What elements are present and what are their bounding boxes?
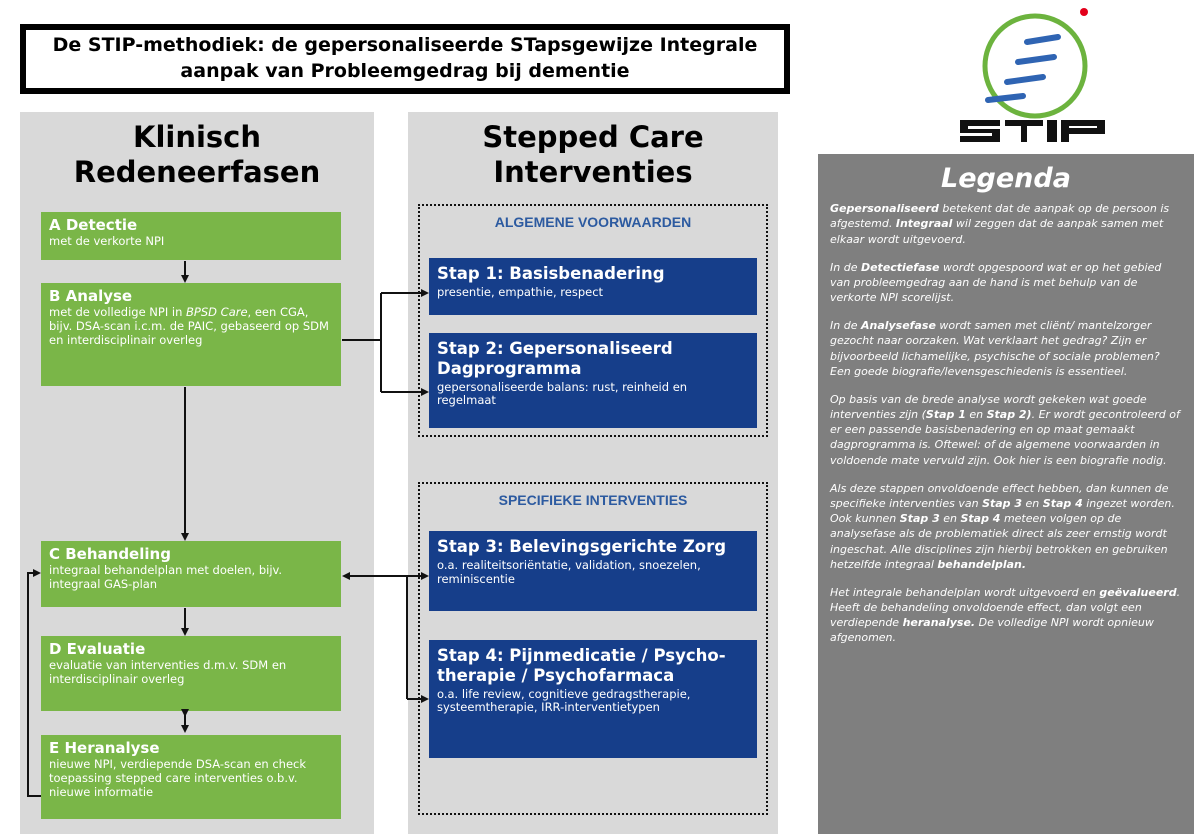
phase-b-analyse: B Analyse met de volledige NPI in BPSD C… [41, 283, 341, 386]
clinical-phases-heading: Klinisch Redeneerfasen [73, 120, 321, 190]
specific-interventions-title: SPECIFIEKE INTERVENTIES [498, 492, 688, 508]
general-conditions-title: ALGEMENE VOORWAARDEN [494, 214, 692, 230]
stepped-care-heading: Stepped Care Interventies [482, 120, 704, 190]
specific-interventions-group [418, 482, 768, 815]
phase-d-evaluatie: D Evaluatie evaluatie van interventies d… [41, 636, 341, 711]
step-2-dagprogramma: Stap 2: Gepersonaliseerd Dagprogramma ge… [429, 333, 757, 428]
legend-title: Legenda [941, 163, 1071, 194]
legend-paragraph: Op basis van de brede analyse wordt geke… [830, 392, 1180, 467]
title-line-1: De STIP-methodiek: de gepersonaliseerde … [52, 34, 758, 57]
step-1-basisbenadering: Stap 1: Basisbenadering presentie, empat… [429, 258, 757, 315]
legend-paragraph: In de Analysefase wordt samen met cliënt… [830, 319, 1160, 378]
legend-body: Gepersonaliseerd betekent dat de aanpak … [830, 201, 1182, 645]
diagram-title: De STIP-methodiek: de gepersonaliseerde … [20, 24, 790, 94]
stip-logo-icon [960, 8, 1105, 142]
phase-a-detectie: A Detectie met de verkorte NPI [41, 212, 341, 260]
legend-paragraph: Het integrale behandelplan wordt uitgevo… [830, 585, 1181, 645]
step-4-pijnmedicatie: Stap 4: Pijnmedicatie / Psycho-therapie … [429, 640, 757, 758]
legend-panel: Legenda Gepersonaliseerd betekent dat de… [818, 154, 1194, 834]
phase-e-heranalyse: E Heranalyse nieuwe NPI, verdiepende DSA… [41, 735, 341, 819]
legend-paragraph: In de Detectiefase wordt opgespoord wat … [830, 260, 1162, 305]
phase-c-behandeling: C Behandeling integraal behandelplan met… [41, 541, 341, 607]
general-conditions-group [418, 204, 768, 437]
stip-logo [955, 2, 1115, 148]
title-line-2: aanpak van Probleemgedrag bij dementie [180, 60, 630, 82]
step-3-belevingsgerichte-zorg: Stap 3: Belevingsgerichte Zorg o.a. real… [429, 531, 757, 611]
legend-paragraph: Als deze stappen onvoldoende effect hebb… [830, 481, 1175, 571]
legend-paragraph: Gepersonaliseerd betekent dat de aanpak … [830, 202, 1170, 246]
